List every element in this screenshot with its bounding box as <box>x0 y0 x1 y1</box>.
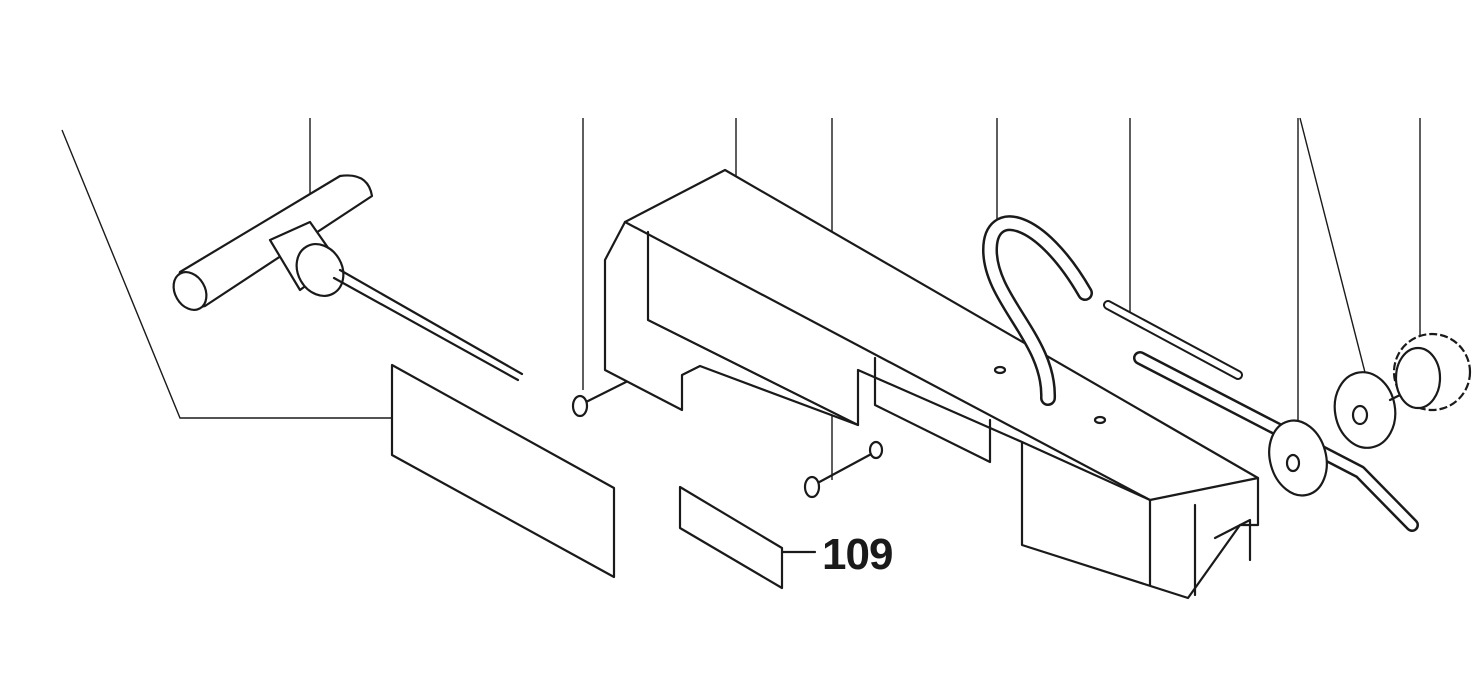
callout-label: 109 <box>822 530 893 579</box>
knurled-knob <box>1388 332 1472 412</box>
label-plate-large <box>390 363 616 579</box>
label-plate-small <box>678 485 784 590</box>
rod <box>1103 300 1243 380</box>
hose <box>981 215 1093 406</box>
washer <box>1268 419 1328 497</box>
clamp-disc <box>1333 371 1397 449</box>
t-handle-hex-key <box>172 174 524 382</box>
bent-rod <box>1133 351 1419 532</box>
housing <box>603 168 1260 600</box>
screw-middle <box>803 440 884 499</box>
